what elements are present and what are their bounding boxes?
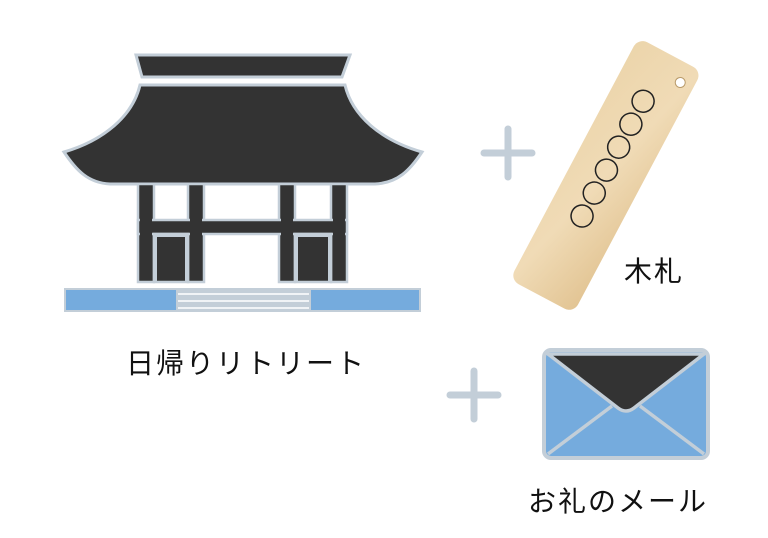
plus-operator-1	[480, 125, 536, 181]
plus-icon	[480, 125, 536, 181]
temple-label: 日帰りリトリート	[126, 347, 367, 380]
mail-label: お礼のメール	[528, 485, 709, 518]
plus-icon	[446, 367, 502, 423]
envelope-illustration	[542, 348, 710, 460]
wooden-tag-label: 木札	[624, 255, 685, 288]
envelope-icon	[542, 348, 710, 460]
wooden-tag-icon	[513, 41, 699, 310]
temple-gate-illustration	[60, 52, 426, 316]
plus-operator-2	[446, 367, 502, 423]
temple-gate-icon	[61, 53, 425, 312]
wooden-tag-illustration	[510, 40, 710, 310]
